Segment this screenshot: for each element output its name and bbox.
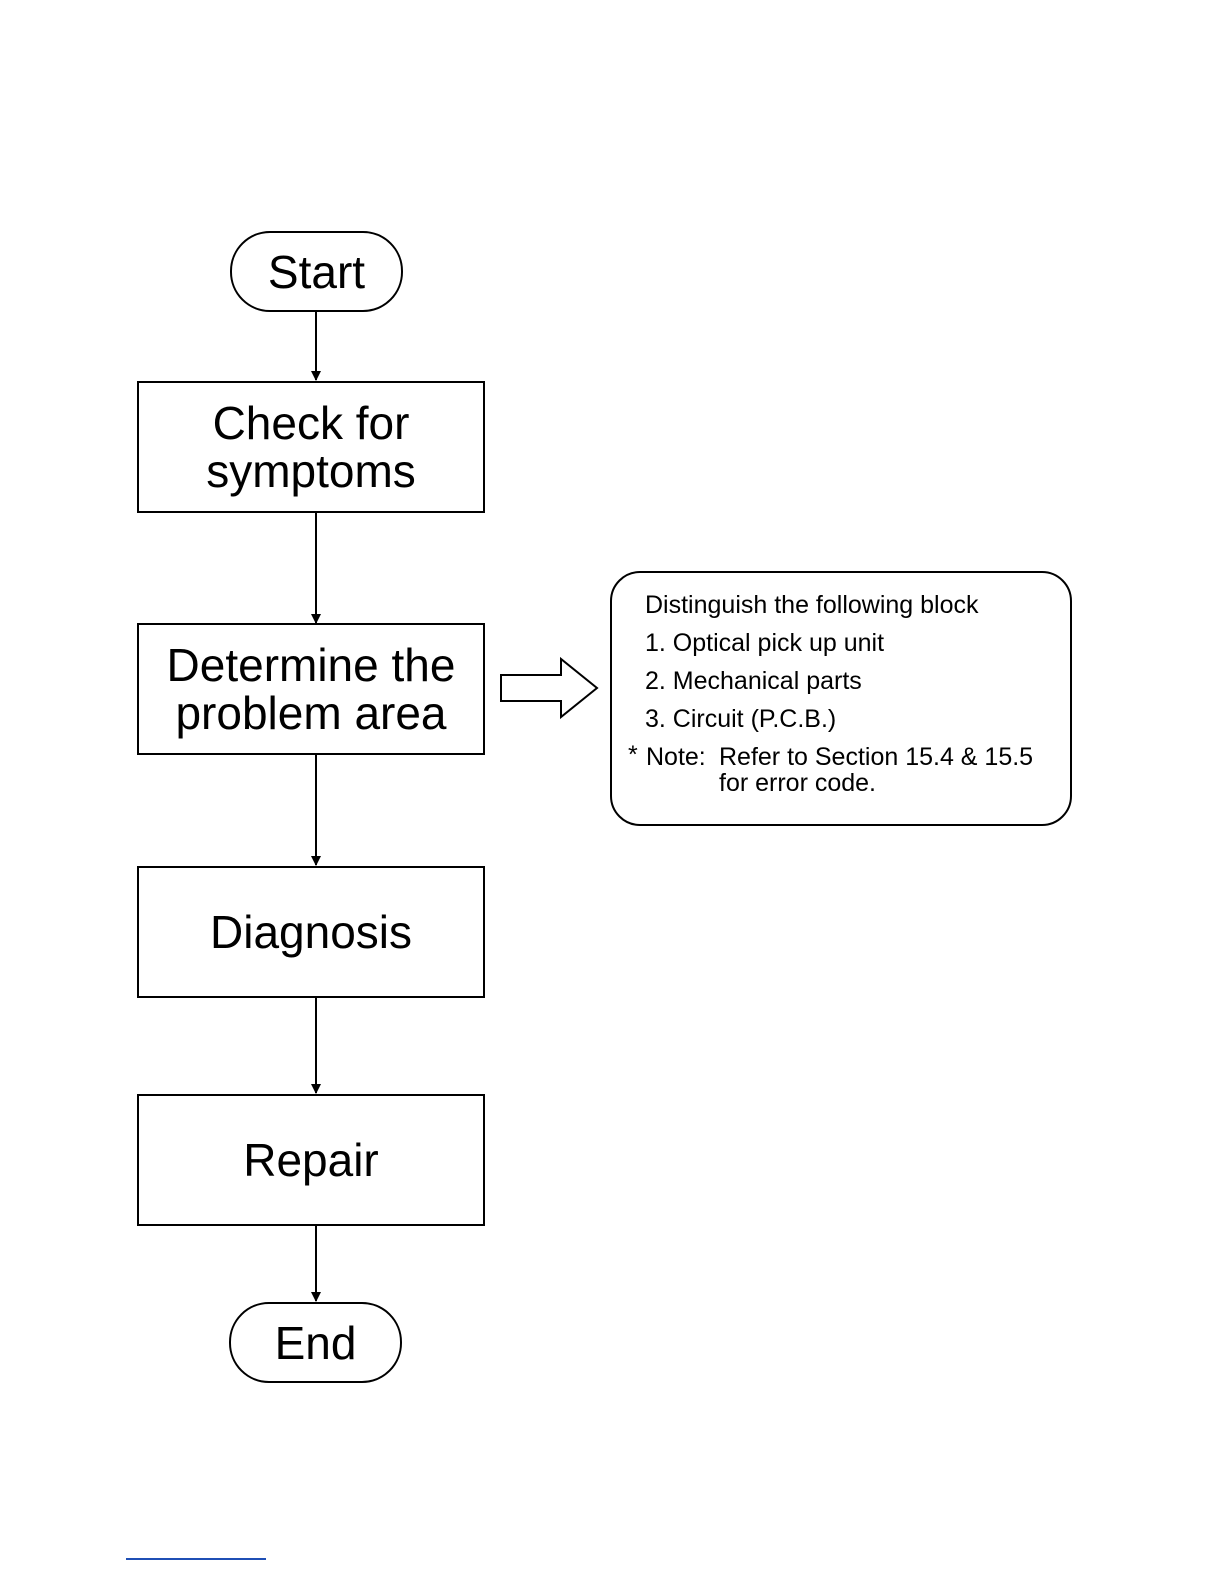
info-item-2: 2. Mechanical parts	[645, 667, 862, 696]
determine-problem-line1: Determine the	[167, 641, 456, 689]
diagnosis-label: Diagnosis	[210, 908, 412, 956]
check-symptoms-line2: symptoms	[206, 447, 416, 495]
note-label: Note:	[646, 743, 706, 772]
end-label: End	[275, 1320, 357, 1366]
info-callout-box: Distinguish the following block 1. Optic…	[610, 571, 1072, 826]
info-heading: Distinguish the following block	[645, 591, 979, 620]
note-marker: *	[628, 741, 638, 770]
repair-label: Repair	[243, 1136, 379, 1184]
start-terminal: Start	[230, 231, 403, 312]
block-arrow-right	[501, 659, 597, 717]
diagnosis-box: Diagnosis	[137, 866, 485, 998]
check-symptoms-line1: Check for	[213, 399, 410, 447]
footer-link-underline	[126, 1558, 266, 1560]
start-label: Start	[268, 249, 365, 295]
end-terminal: End	[229, 1302, 402, 1383]
note-line-2: for error code.	[719, 769, 876, 798]
check-symptoms-box: Check for symptoms	[137, 381, 485, 513]
determine-problem-line2: problem area	[175, 689, 446, 737]
info-item-1: 1. Optical pick up unit	[645, 629, 884, 658]
note-line-1: Refer to Section 15.4 & 15.5	[719, 743, 1033, 772]
info-item-3: 3. Circuit (P.C.B.)	[645, 705, 836, 734]
repair-box: Repair	[137, 1094, 485, 1226]
determine-problem-box: Determine the problem area	[137, 623, 485, 755]
